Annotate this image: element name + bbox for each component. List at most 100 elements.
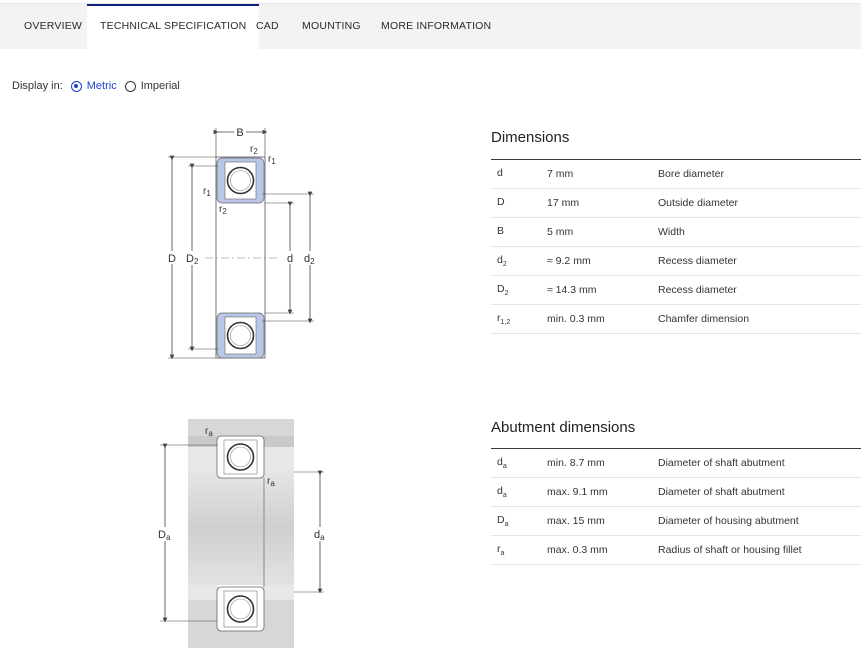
- tab-overview[interactable]: OVERVIEW: [24, 20, 83, 32]
- tab-mounting[interactable]: MOUNTING: [302, 20, 361, 32]
- abutment-heading: Abutment dimensions: [491, 419, 636, 436]
- symbol-letter: D: [497, 195, 505, 208]
- metric-label[interactable]: Metric: [86, 80, 117, 92]
- row-value: 7 mm: [547, 159, 658, 189]
- tab-technical-specification[interactable]: TECHNICAL SPECIFICATION: [87, 4, 260, 49]
- svg-text:d2: d2: [304, 253, 315, 266]
- dim-r2-bottom-sub: 2: [222, 207, 227, 216]
- bearing-dimension-drawing: B D D2 d d2 r2 r1 r1 r2: [166, 126, 320, 360]
- unit-selector: Display in: Metric Imperial: [12, 80, 188, 92]
- row-value: max. 15 mm: [547, 506, 658, 536]
- row-symbol: B: [491, 217, 547, 247]
- symbol-subscript: a: [500, 550, 505, 558]
- svg-text:D2: D2: [186, 253, 199, 266]
- dim-r1-left-label: r: [203, 186, 207, 197]
- dim-D-label: D: [168, 253, 176, 265]
- dim-Da-sub: a: [166, 533, 171, 542]
- dim-ra-top-label: r: [205, 426, 209, 437]
- tab-cad[interactable]: CAD: [256, 20, 279, 32]
- row-symbol: d2: [491, 246, 547, 276]
- symbol-subscript: a: [504, 521, 509, 529]
- symbol-letter: d: [497, 484, 503, 497]
- row-symbol: Da: [491, 506, 547, 536]
- symbol-subscript: 1,2: [500, 319, 511, 327]
- row-description: Radius of shaft or housing fillet: [658, 535, 861, 565]
- imperial-label[interactable]: Imperial: [140, 80, 180, 92]
- row-value: ≈ 9.2 mm: [547, 246, 658, 276]
- row-value: min. 0.3 mm: [547, 304, 658, 334]
- dim-r2-bottom-label: r: [219, 204, 223, 215]
- row-symbol: da: [491, 477, 547, 507]
- symbol-subscript: 2: [502, 261, 507, 269]
- metric-radio[interactable]: [70, 80, 82, 92]
- row-symbol: D2: [491, 275, 547, 305]
- dim-D2-sub: 2: [194, 257, 199, 266]
- row-value: ≈ 14.3 mm: [547, 275, 658, 305]
- dim-da-sub: a: [320, 533, 325, 542]
- dim-r2-top-sub: 2: [253, 147, 258, 156]
- imperial-option[interactable]: Imperial: [124, 80, 180, 92]
- dim-b-label: B: [236, 127, 243, 139]
- svg-text:r2: r2: [250, 144, 258, 156]
- row-symbol: d: [491, 159, 547, 189]
- dimensions-heading: Dimensions: [491, 129, 570, 146]
- row-value: 17 mm: [547, 188, 658, 218]
- dim-da-label: d: [314, 529, 320, 541]
- row-symbol: ra: [491, 535, 547, 565]
- svg-text:Da: Da: [158, 529, 171, 542]
- row-symbol: r1,2: [491, 304, 547, 334]
- dim-ra-top-sub: a: [208, 429, 213, 438]
- symbol-letter: d: [497, 455, 503, 468]
- symbol-letter: B: [497, 224, 505, 237]
- row-description: Bore diameter: [658, 159, 861, 189]
- row-description: Outside diameter: [658, 188, 861, 218]
- symbol-subscript: a: [502, 463, 507, 471]
- row-description: Diameter of shaft abutment: [658, 477, 861, 507]
- row-description: Width: [658, 217, 861, 247]
- symbol-letter: d: [497, 253, 503, 266]
- tab-bar: OVERVIEW TECHNICAL SPECIFICATION CAD MOU…: [0, 3, 861, 49]
- row-description: Diameter of housing abutment: [658, 506, 861, 536]
- dim-D2-label: D: [186, 253, 194, 265]
- symbol-subscript: a: [502, 492, 507, 500]
- symbol-letter: r: [497, 311, 501, 324]
- symbol-letter: d: [497, 166, 503, 179]
- row-value: 5 mm: [547, 217, 658, 247]
- dim-ra-inner-sub: a: [270, 479, 275, 488]
- svg-text:r2: r2: [219, 204, 227, 216]
- svg-text:da: da: [314, 529, 325, 542]
- row-symbol: D: [491, 188, 547, 218]
- row-description: Recess diameter: [658, 246, 861, 276]
- row-value: min. 8.7 mm: [547, 448, 658, 478]
- svg-text:r1: r1: [268, 154, 276, 166]
- abutment-drawing: Da da ra ra: [156, 419, 330, 648]
- metric-option[interactable]: Metric: [70, 80, 117, 92]
- symbol-letter: D: [497, 513, 505, 526]
- dim-d2-sub: 2: [310, 257, 315, 266]
- svg-text:ra: ra: [205, 426, 213, 438]
- symbol-letter: D: [497, 282, 505, 295]
- svg-text:r1: r1: [203, 186, 211, 198]
- dim-Da-label: D: [158, 529, 166, 541]
- row-symbol: da: [491, 448, 547, 478]
- row-description: Diameter of shaft abutment: [658, 448, 861, 478]
- imperial-radio[interactable]: [124, 80, 136, 92]
- symbol-letter: r: [497, 542, 501, 555]
- dim-r1-top-sub: 1: [271, 157, 276, 166]
- symbol-subscript: 2: [504, 290, 509, 298]
- row-value: max. 9.1 mm: [547, 477, 658, 507]
- row-description: Recess diameter: [658, 275, 861, 305]
- tab-more-information[interactable]: MORE INFORMATION: [381, 20, 492, 32]
